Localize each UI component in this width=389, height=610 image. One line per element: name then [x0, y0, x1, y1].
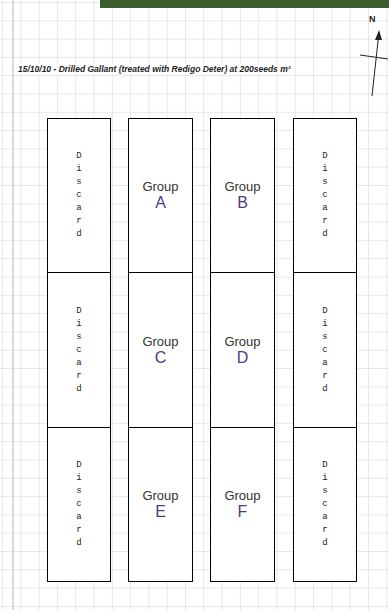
- discard-label: Discard: [321, 459, 330, 550]
- group-letter: C: [155, 349, 167, 367]
- discard-plot: Discard: [293, 118, 357, 273]
- discard-label: Discard: [75, 459, 84, 550]
- group-plot: GroupD: [210, 272, 275, 428]
- group-letter: D: [237, 349, 249, 367]
- group-letter: B: [237, 194, 248, 212]
- group-plot: GroupE: [128, 427, 193, 582]
- discard-plot: Discard: [47, 427, 111, 582]
- group-letter: F: [238, 503, 248, 521]
- group-plot: GroupA: [128, 118, 193, 273]
- discard-plot: Discard: [293, 427, 357, 582]
- discard-label: Discard: [75, 150, 84, 241]
- discard-label: Discard: [321, 150, 330, 241]
- discard-label: Discard: [75, 305, 84, 396]
- discard-plot: Discard: [293, 272, 357, 428]
- group-plot: GroupF: [210, 427, 275, 582]
- group-letter: A: [155, 194, 166, 212]
- discard-plot: Discard: [47, 272, 111, 428]
- discard-plot: Discard: [47, 118, 111, 273]
- group-plot: GroupB: [210, 118, 275, 273]
- group-label: Group: [142, 488, 178, 503]
- plot-title: 15/10/10 - Drilled Gallant (treated with…: [18, 64, 291, 74]
- group-label: Group: [142, 334, 178, 349]
- discard-label: Discard: [321, 305, 330, 396]
- north-label: N: [369, 14, 376, 24]
- group-plot: GroupC: [128, 272, 193, 428]
- group-letter: E: [155, 503, 166, 521]
- group-label: Group: [224, 334, 260, 349]
- group-label: Group: [224, 179, 260, 194]
- group-label: Group: [142, 179, 178, 194]
- group-label: Group: [224, 488, 260, 503]
